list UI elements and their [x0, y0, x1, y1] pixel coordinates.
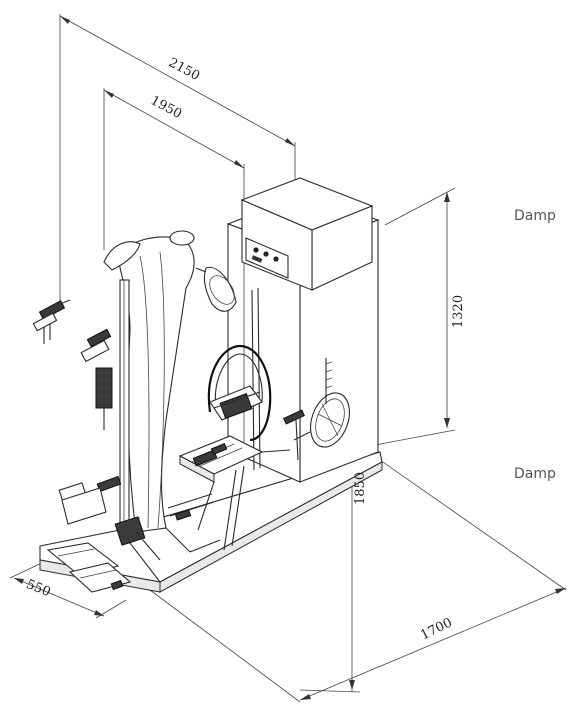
dimension-1850: 1850: [353, 472, 368, 505]
machine-drawing: [32, 177, 383, 593]
dimension-550: 550: [24, 577, 53, 600]
dimension-lines: [9, 14, 567, 703]
dimension-1320: 1320: [451, 295, 466, 328]
dimension-2150: 2150: [166, 55, 202, 84]
side-label-upper: Damp: [514, 208, 556, 224]
side-label-lower: Damp: [514, 466, 556, 482]
left-clamp-lower: [58, 475, 146, 546]
dimension-1700: 1700: [418, 615, 454, 643]
left-clamp-upper: [32, 299, 71, 344]
left-clamp-middle: [80, 328, 113, 430]
